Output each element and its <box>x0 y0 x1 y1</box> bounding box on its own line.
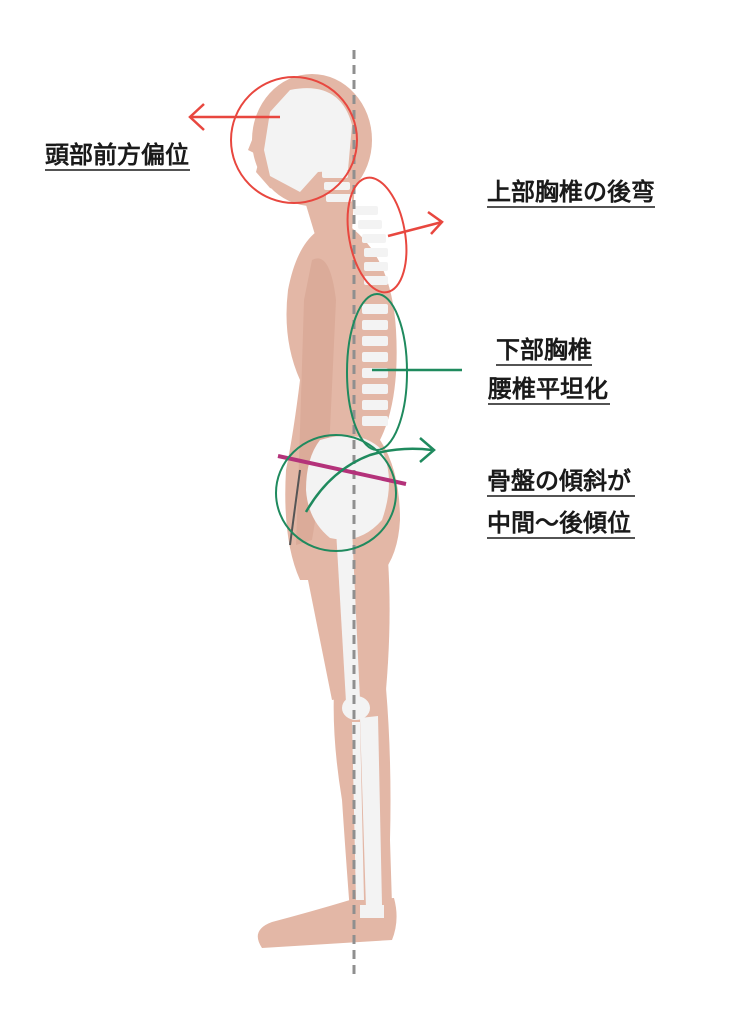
thoracic-vertebra <box>364 276 388 285</box>
pelvis-curved-arrow <box>304 447 433 513</box>
arm-shape <box>296 258 336 545</box>
head-forward-annotation <box>188 76 358 204</box>
pelvis-annotation <box>275 434 436 552</box>
pelvis-arrow-head <box>419 437 436 463</box>
label-pelvis-position: 中間〜後傾位 <box>487 508 631 537</box>
upper-thoracic-arrow-shaft <box>387 220 443 238</box>
upper-thoracic-arrow-head <box>427 210 444 235</box>
pelvis-circle <box>275 434 397 552</box>
pelvis-bone <box>306 435 389 540</box>
skull-bone <box>264 88 352 192</box>
head-arrow-head <box>188 103 205 131</box>
lumbar-vertebra <box>362 320 388 330</box>
upper-thoracic-circle <box>346 176 408 294</box>
label-lumbar-flat: 腰椎平坦化 <box>487 374 608 403</box>
cervical-vertebra <box>322 170 348 178</box>
lumbar-vertebra <box>362 304 388 314</box>
tibia-bone <box>360 716 382 908</box>
thoracic-vertebra <box>354 206 378 215</box>
label-lower-thoracic: 下部胸椎 <box>496 335 592 364</box>
label-upper-thoracic: 上部胸椎の後弯 <box>487 177 655 206</box>
knee-bone <box>342 696 370 720</box>
thoracic-vertebra <box>364 262 388 271</box>
lumbar-vertebra <box>362 416 388 426</box>
cervical-vertebra <box>326 194 352 202</box>
fibula-bone <box>352 722 364 900</box>
foot-bone <box>360 905 384 918</box>
lumbar-vertebra <box>362 352 388 362</box>
labels: 頭部前方偏位 上部胸椎の後弯 下部胸椎 腰椎平坦化 骨盤の傾斜が 中間〜後傾位 <box>45 140 655 539</box>
lumbar-vertebra <box>362 384 388 394</box>
head-circle <box>230 76 358 204</box>
label-pelvis-tilt: 骨盤の傾斜が <box>487 466 631 495</box>
skeleton <box>264 88 389 918</box>
thoracic-vertebra <box>362 234 386 243</box>
lumbar-vertebra <box>362 336 388 346</box>
thoracic-vertebra <box>364 248 388 257</box>
upper-thoracic-annotation <box>346 176 444 294</box>
label-head-forward: 頭部前方偏位 <box>45 140 189 169</box>
cervical-vertebra <box>320 158 346 166</box>
thoracic-vertebra <box>358 220 382 229</box>
lumbar-vertebra <box>362 400 388 410</box>
